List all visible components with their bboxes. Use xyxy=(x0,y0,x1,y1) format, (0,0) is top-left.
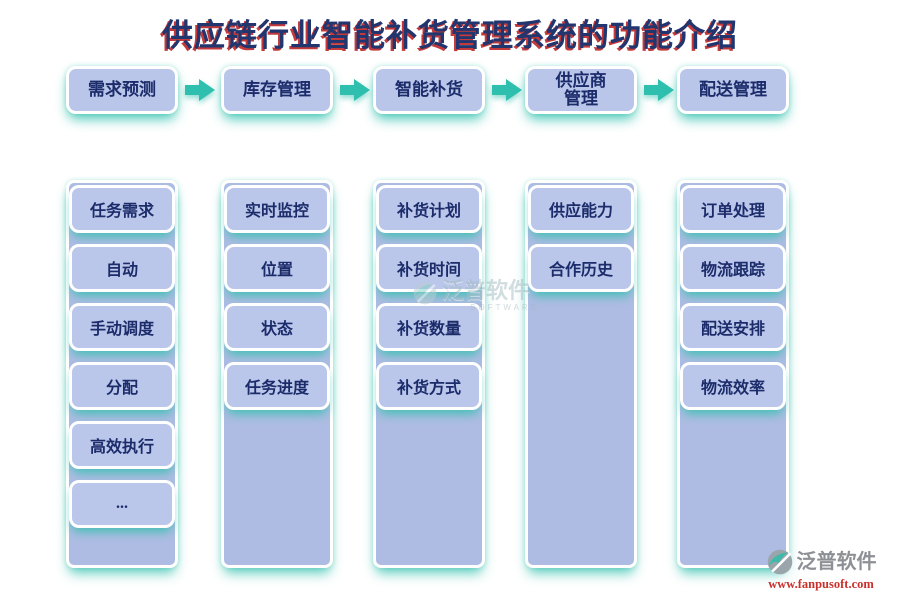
arrow-stem xyxy=(491,85,508,95)
feature-item-label: 物流效率 xyxy=(700,380,765,397)
feature-item: 状态 xyxy=(224,303,330,351)
feature-item: 实时监控 xyxy=(224,185,330,233)
feature-item: 高效执行 xyxy=(69,421,175,469)
feature-item-label: 高效执行 xyxy=(89,439,154,456)
feature-column: 任务需求自动手动调度分配高效执行... xyxy=(66,180,178,568)
feature-item: 物流效率 xyxy=(680,362,786,410)
feature-item: 手动调度 xyxy=(69,303,175,351)
feature-item-label: 合作历史 xyxy=(548,262,613,279)
feature-item-label: 手动调度 xyxy=(89,321,154,338)
arrow-head xyxy=(353,79,370,101)
feature-item: 补货时间 xyxy=(376,244,482,292)
feature-item: 配送安排 xyxy=(680,303,786,351)
feature-item-label: 供应能力 xyxy=(548,203,613,220)
feature-item-label: 状态 xyxy=(260,321,293,338)
footer-watermark: 泛普软件 www.fanpusoft.com xyxy=(754,548,888,592)
feature-item-label: 补货数量 xyxy=(396,321,461,338)
flow-stage-label: 供应商 管理 xyxy=(555,71,607,108)
arrow-head xyxy=(198,79,215,101)
feature-item-label: 补货计划 xyxy=(396,203,461,220)
feature-item: 位置 xyxy=(224,244,330,292)
flow-stage-label: 需求预测 xyxy=(88,80,156,100)
flow-stage-label: 智能补货 xyxy=(395,80,463,100)
feature-column: 订单处理物流跟踪配送安排物流效率 xyxy=(677,180,789,568)
feature-item: 任务进度 xyxy=(224,362,330,410)
page-title: 供应链行业智能补货管理系统的功能介绍 xyxy=(162,18,738,53)
arrow-stem xyxy=(643,85,660,95)
feature-item-label: 位置 xyxy=(260,262,293,279)
feature-item-label: 补货时间 xyxy=(396,262,461,279)
feature-item: 分配 xyxy=(69,362,175,410)
arrow-head xyxy=(657,79,674,101)
flow-arrow-icon xyxy=(184,79,215,101)
feature-item: 补货计划 xyxy=(376,185,482,233)
arrow-head xyxy=(505,79,522,101)
feature-item: 物流跟踪 xyxy=(680,244,786,292)
feature-item: 补货数量 xyxy=(376,303,482,351)
flow-stage-label: 库存管理 xyxy=(243,80,311,100)
flow-arrow-icon xyxy=(643,79,674,101)
feature-item-label: 配送安排 xyxy=(700,321,765,338)
flow-stage-label: 配送管理 xyxy=(699,80,767,100)
feature-item: 订单处理 xyxy=(680,185,786,233)
feature-item-label: 任务进度 xyxy=(244,380,309,397)
fanpu-logo-icon xyxy=(767,549,792,575)
flow-stage-box: 需求预测 xyxy=(66,66,178,114)
feature-item-label: 任务需求 xyxy=(89,203,154,220)
footer-watermark-url: www.fanpusoft.com xyxy=(768,577,874,591)
feature-item-label: 补货方式 xyxy=(396,380,461,397)
footer-watermark-brand: 泛普软件 xyxy=(796,551,877,573)
feature-item-label: 实时监控 xyxy=(244,203,309,220)
feature-item: 自动 xyxy=(69,244,175,292)
arrow-stem xyxy=(339,85,356,95)
arrow-stem xyxy=(184,85,201,95)
flow-stage-box: 供应商 管理 xyxy=(525,66,637,114)
feature-column: 补货计划补货时间补货数量补货方式 xyxy=(373,180,485,568)
feature-item: 补货方式 xyxy=(376,362,482,410)
feature-column: 供应能力合作历史 xyxy=(525,180,637,568)
flow-stage-box: 库存管理 xyxy=(221,66,333,114)
feature-item-label: 物流跟踪 xyxy=(700,262,765,279)
feature-item: 供应能力 xyxy=(528,185,634,233)
feature-item-label: 自动 xyxy=(105,262,138,279)
feature-item-label: ... xyxy=(116,495,128,512)
feature-item: 合作历史 xyxy=(528,244,634,292)
flow-arrow-icon xyxy=(339,79,370,101)
flow-stage-box: 配送管理 xyxy=(677,66,789,114)
feature-item-label: 订单处理 xyxy=(700,203,765,220)
feature-item: ... xyxy=(69,480,175,528)
flow-arrow-icon xyxy=(491,79,522,101)
flow-stage-box: 智能补货 xyxy=(373,66,485,114)
feature-column: 实时监控位置状态任务进度 xyxy=(221,180,333,568)
feature-item-label: 分配 xyxy=(105,380,138,397)
feature-item: 任务需求 xyxy=(69,185,175,233)
